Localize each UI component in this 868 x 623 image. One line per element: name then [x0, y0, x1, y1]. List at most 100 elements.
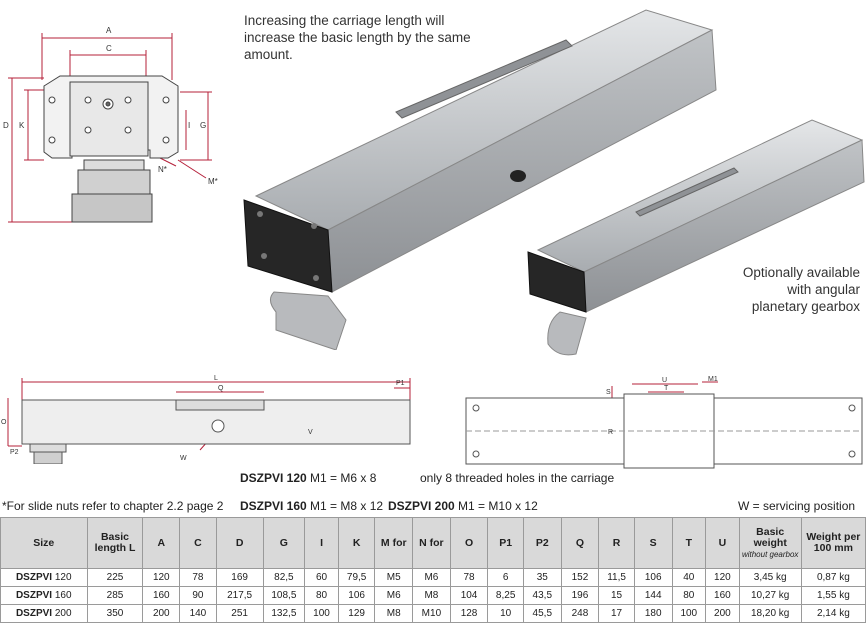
header-basic-weight: Basic weight without gearbox — [738, 517, 802, 569]
table-cell: 120 — [705, 568, 740, 587]
dim-label-a: A — [106, 26, 112, 35]
table-cell: 15 — [598, 586, 635, 605]
table-cell: 285 — [86, 586, 144, 605]
gearbox-note: Optionally available with angular planet… — [742, 265, 860, 314]
dim-label-p1: P1 — [396, 380, 405, 387]
header-k: K — [337, 517, 376, 569]
dim-label-p2: P2 — [10, 449, 19, 456]
table-cell: 225 — [86, 568, 144, 587]
header-u: U — [705, 517, 740, 569]
header-t: T — [671, 517, 707, 569]
table-cell: 6 — [487, 568, 524, 587]
header-weight-per: Weight per 100 mm — [800, 517, 867, 569]
table-cell: M8 — [412, 586, 451, 605]
table-cell-size: DSZPVI 160 — [0, 586, 88, 605]
dim-label-q: Q — [218, 385, 224, 392]
table-cell: 128 — [449, 604, 489, 623]
dim-label-o: O — [1, 419, 7, 426]
table-cell: 78 — [179, 568, 217, 587]
header-d: D — [215, 517, 264, 569]
table-cell: 100 — [671, 604, 707, 623]
table-cell: 90 — [179, 586, 217, 605]
table-cell: 10,27 kg — [738, 586, 802, 605]
caption-dszpvi-160: DSZPVI 160 M1 = M8 x 12 — [240, 499, 383, 513]
dim-label-s: S — [606, 389, 611, 396]
model-name-200: DSZPVI 200 — [388, 499, 455, 513]
table-cell: M6 — [374, 586, 414, 605]
table-cell: 180 — [633, 604, 673, 623]
front-view-drawing: A C D K I G N* M* — [3, 26, 218, 223]
header-a: A — [142, 517, 181, 569]
table-cell: M8 — [374, 604, 414, 623]
actuator-render-large — [243, 9, 717, 350]
table-cell: M10 — [412, 604, 451, 623]
table-cell: 108,5 — [262, 586, 306, 605]
table-cell: 104 — [449, 586, 489, 605]
dim-label-m1: M1 — [708, 376, 718, 383]
dim-label-r: R — [608, 429, 613, 436]
header-o: O — [449, 517, 489, 569]
size-model: DSZPVI — [15, 608, 55, 619]
header-p1: P1 — [487, 517, 524, 569]
table-cell: 350 — [86, 604, 144, 623]
table-cell: 200 — [705, 604, 740, 623]
header-basic-length: Basic length L — [86, 517, 144, 569]
table-cell: 80 — [671, 586, 707, 605]
table-cell: 3,45 kg — [738, 568, 802, 587]
dim-label-l: L — [214, 375, 218, 382]
table-cell: 80 — [304, 586, 339, 605]
carriage-length-note: Increasing the carriage length will incr… — [244, 13, 471, 62]
size-model: DSZPVI — [15, 572, 55, 583]
table-cell: 8,25 — [487, 586, 524, 605]
model-name-120: DSZPVI 120 — [240, 471, 307, 485]
table-cell: 160 — [142, 586, 181, 605]
header-size: Size — [0, 517, 88, 569]
table-cell-size: DSZPVI 120 — [0, 568, 88, 587]
table-cell: 45,5 — [522, 604, 562, 623]
table-cell: 132,5 — [262, 604, 306, 623]
table-cell: 18,20 kg — [738, 604, 802, 623]
m1-spec-160: M1 = M8 x 12 — [310, 499, 384, 513]
table-cell: 82,5 — [262, 568, 306, 587]
header-r: R — [598, 517, 635, 569]
table-cell: 79,5 — [337, 568, 376, 587]
dim-label-u: U — [662, 377, 667, 384]
table-cell: 78 — [449, 568, 489, 587]
table-cell: 144 — [633, 586, 673, 605]
size-model: DSZPVI — [15, 590, 55, 601]
slide-nuts-note: *For slide nuts refer to chapter 2.2 pag… — [2, 499, 224, 513]
table-cell: 251 — [215, 604, 264, 623]
header-c: C — [179, 517, 217, 569]
dim-label-i: I — [188, 121, 190, 130]
size-number: 200 — [54, 608, 72, 619]
table-cell: 11,5 — [598, 568, 635, 587]
table-cell: 2,14 kg — [800, 604, 867, 623]
table-cell: 160 — [705, 586, 740, 605]
side-view-drawing: L P1 Q O P2 W V — [1, 375, 411, 464]
m1-spec-120: M1 = M6 x 8 — [310, 471, 377, 485]
specification-table: Size Basic length L A C D G I K M for N … — [0, 517, 867, 623]
threaded-holes-note: only 8 threaded holes in the carriage — [420, 471, 615, 485]
table-cell: 60 — [304, 568, 339, 587]
dim-label-v: V — [308, 429, 313, 436]
table-cell: 129 — [337, 604, 376, 623]
m1-spec-200: M1 = M10 x 12 — [458, 499, 538, 513]
table-header-row: Size Basic length L A C D G I K M for N … — [0, 517, 867, 569]
top-view-drawing: U T M1 S R — [465, 376, 863, 469]
size-number: 160 — [54, 590, 72, 601]
dim-label-n: N* — [158, 165, 167, 174]
table-cell: 169 — [215, 568, 264, 587]
dim-label-t: T — [664, 385, 669, 392]
table-cell: 1,55 kg — [800, 586, 867, 605]
table-cell: 196 — [560, 586, 600, 605]
size-number: 120 — [54, 572, 72, 583]
table-cell-size: DSZPVI 200 — [0, 604, 88, 623]
table-cell: M5 — [374, 568, 414, 587]
header-basic-weight-sub: without gearbox — [741, 549, 799, 559]
table-cell: 248 — [560, 604, 600, 623]
header-basic-weight-label: Basic weight — [753, 525, 787, 549]
header-p2: P2 — [522, 517, 562, 569]
table-cell: 35 — [522, 568, 562, 587]
